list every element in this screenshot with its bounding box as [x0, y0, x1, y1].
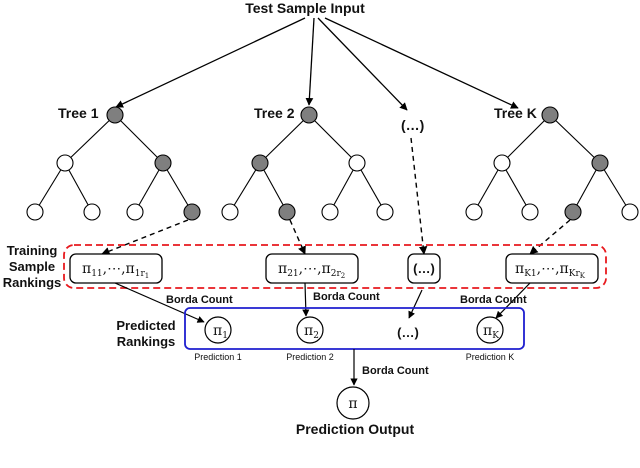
- input-to-tree2-arrow: [305, 17, 315, 106]
- leaf-to-ranking-arrows: [101, 137, 571, 256]
- predicted-label-line2: Rankings: [117, 334, 176, 349]
- training-label-line2: Sample: [9, 259, 55, 274]
- borda-count-label-2: Borda Count: [313, 291, 380, 303]
- prediction-output-symbol: π: [348, 396, 357, 412]
- treek-leaf: [621, 203, 639, 221]
- tree2-root-node: [300, 106, 318, 124]
- ranking-k-text: πK1,⋯,πKrK: [515, 261, 586, 280]
- borda-count-label-k: Borda Count: [460, 294, 527, 306]
- input-to-tree1-arrow: [115, 17, 306, 108]
- tree1-root-node: [106, 106, 124, 124]
- tree1-node: [154, 154, 172, 172]
- prediction-k-node: [476, 316, 504, 344]
- tree2-label: Tree 2: [254, 105, 295, 121]
- prediction-k-symbol: πK: [483, 323, 499, 341]
- training-label-line3: Rankings: [3, 275, 62, 290]
- tree1-leaf: [83, 203, 101, 221]
- treek-root-node: [541, 106, 559, 124]
- training-rankings-container: [63, 244, 607, 289]
- tree2-leaf: [278, 203, 296, 221]
- tree2-leaf: [376, 203, 394, 221]
- prediction-2-node: [296, 316, 324, 344]
- tree2-leaf: [221, 203, 239, 221]
- treek-leaf: [564, 203, 582, 221]
- predicted-label-line1: Predicted: [116, 318, 175, 333]
- tree2-node: [251, 154, 269, 172]
- ranking-ellipsis-text: (…): [413, 261, 435, 276]
- prediction-k-caption: Prediction K: [466, 352, 515, 362]
- training-label-line1: Training: [7, 243, 58, 258]
- borda-count-label-1: Borda Count: [166, 294, 233, 306]
- tree2-node: [348, 154, 366, 172]
- ranking-box-k: [505, 253, 599, 284]
- ranking-to-prediction-arrows: [114, 282, 531, 323]
- tree1-leaf: [183, 203, 201, 221]
- test-sample-input-label: Test Sample Input: [245, 0, 365, 16]
- prediction-2-symbol: π2: [304, 323, 319, 341]
- prediction-1-symbol: π1: [213, 323, 228, 341]
- tree1-label: Tree 1: [58, 105, 99, 121]
- prediction-output-node: [336, 386, 370, 420]
- prediction-output-label: Prediction Output: [296, 421, 415, 437]
- tree1-leaf: [26, 203, 44, 221]
- predicted-rankings-container: [184, 307, 525, 350]
- ranking-2-text: π21,⋯,π2r2: [278, 261, 345, 280]
- prediction-1-caption: Prediction 1: [194, 352, 242, 362]
- treek-leaf: [521, 203, 539, 221]
- ranking-1-text: π11,⋯,π1r1: [82, 261, 149, 280]
- treek-node: [493, 154, 511, 172]
- ranking-box-ellipsis: [407, 253, 441, 284]
- tree1-leaf: [126, 203, 144, 221]
- treek-node: [591, 154, 609, 172]
- borda-count-label-final: Borda Count: [362, 365, 429, 377]
- prediction-ellipsis: (…): [397, 325, 419, 340]
- tree2-leaf: [321, 203, 339, 221]
- prediction-2-caption: Prediction 2: [286, 352, 334, 362]
- input-to-ellipsis-arrow: [317, 17, 408, 111]
- tree-ellipsis-label: (…): [401, 117, 424, 133]
- tree1-node: [56, 154, 74, 172]
- input-to-treek-arrow: [324, 17, 519, 109]
- tree-edges: [34, 114, 631, 213]
- input-arrows: [115, 17, 519, 111]
- prediction-1-node: [204, 316, 232, 344]
- treek-label: Tree K: [494, 105, 537, 121]
- treek-leaf: [465, 203, 483, 221]
- tree-nodes: [26, 106, 639, 221]
- ranking-box-2: [265, 253, 359, 284]
